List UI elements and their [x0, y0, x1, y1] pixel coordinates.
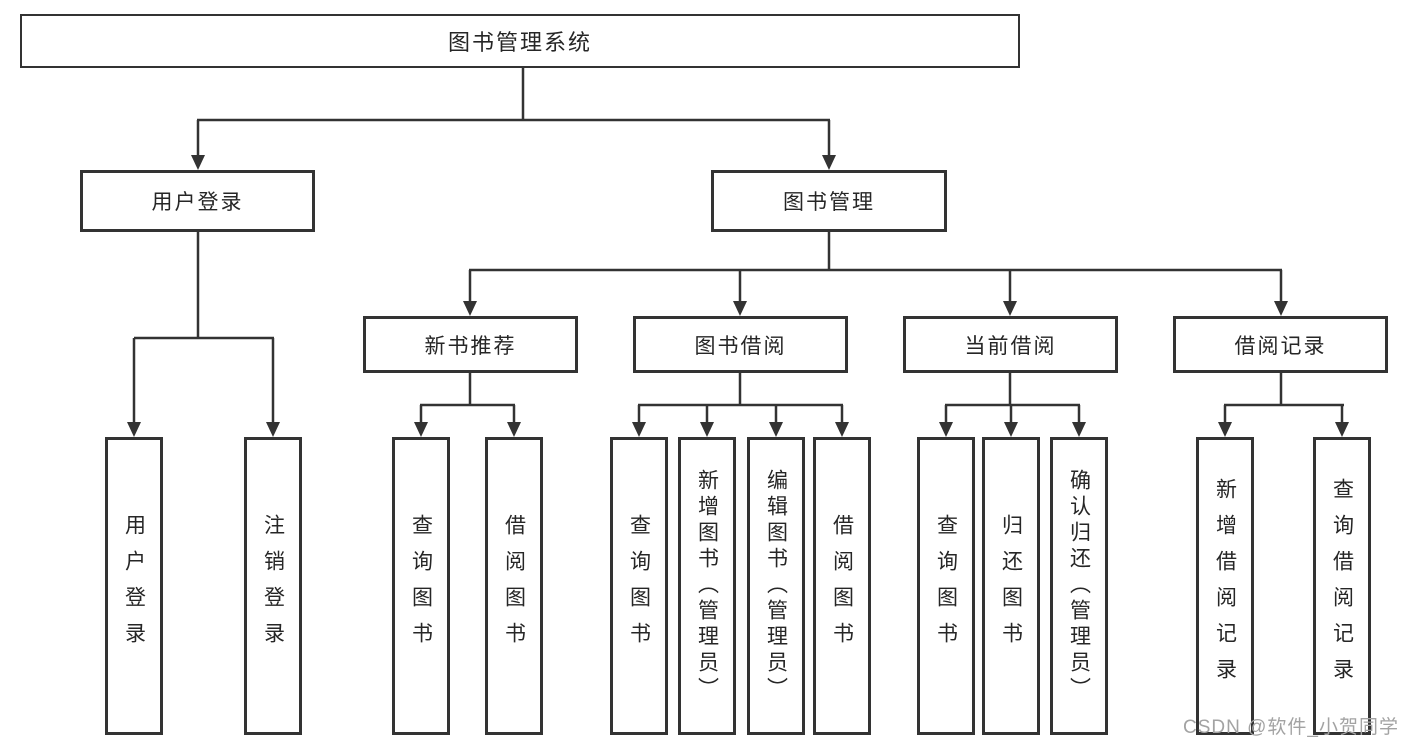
node-leaf-query-borrow-record: 查询借阅记录: [1313, 437, 1371, 735]
node-leaf-return-books: 归还图书: [982, 437, 1040, 735]
node-leaf-query-books-recommend: 查询图书: [392, 437, 450, 735]
node-leaf-confirm-return-admin: 确认归还（管理员）: [1050, 437, 1108, 735]
node-book-management-module: 图书管理: [711, 170, 947, 232]
node-current-borrow: 当前借阅: [903, 316, 1118, 373]
node-leaf-add-books-admin: 新增图书（管理员）: [678, 437, 736, 735]
node-leaf-logout: 注销登录: [244, 437, 302, 735]
node-leaf-edit-books-admin: 编辑图书（管理员）: [747, 437, 805, 735]
node-library-management-system: 图书管理系统: [20, 14, 1020, 68]
arrowheads: [127, 155, 1349, 437]
node-leaf-query-books-current: 查询图书: [917, 437, 975, 735]
node-book-borrow: 图书借阅: [633, 316, 848, 373]
node-user-login-module: 用户登录: [80, 170, 315, 232]
node-leaf-borrow-books: 借阅图书: [813, 437, 871, 735]
node-new-book-recommend: 新书推荐: [363, 316, 578, 373]
node-leaf-borrow-books-recommend: 借阅图书: [485, 437, 543, 735]
node-leaf-query-books-borrow: 查询图书: [610, 437, 668, 735]
node-borrow-records: 借阅记录: [1173, 316, 1388, 373]
csdn-watermark: CSDN @软件_小贺同学: [1183, 717, 1399, 738]
node-leaf-user-login: 用户登录: [105, 437, 163, 735]
node-leaf-add-borrow-record: 新增借阅记录: [1196, 437, 1254, 735]
